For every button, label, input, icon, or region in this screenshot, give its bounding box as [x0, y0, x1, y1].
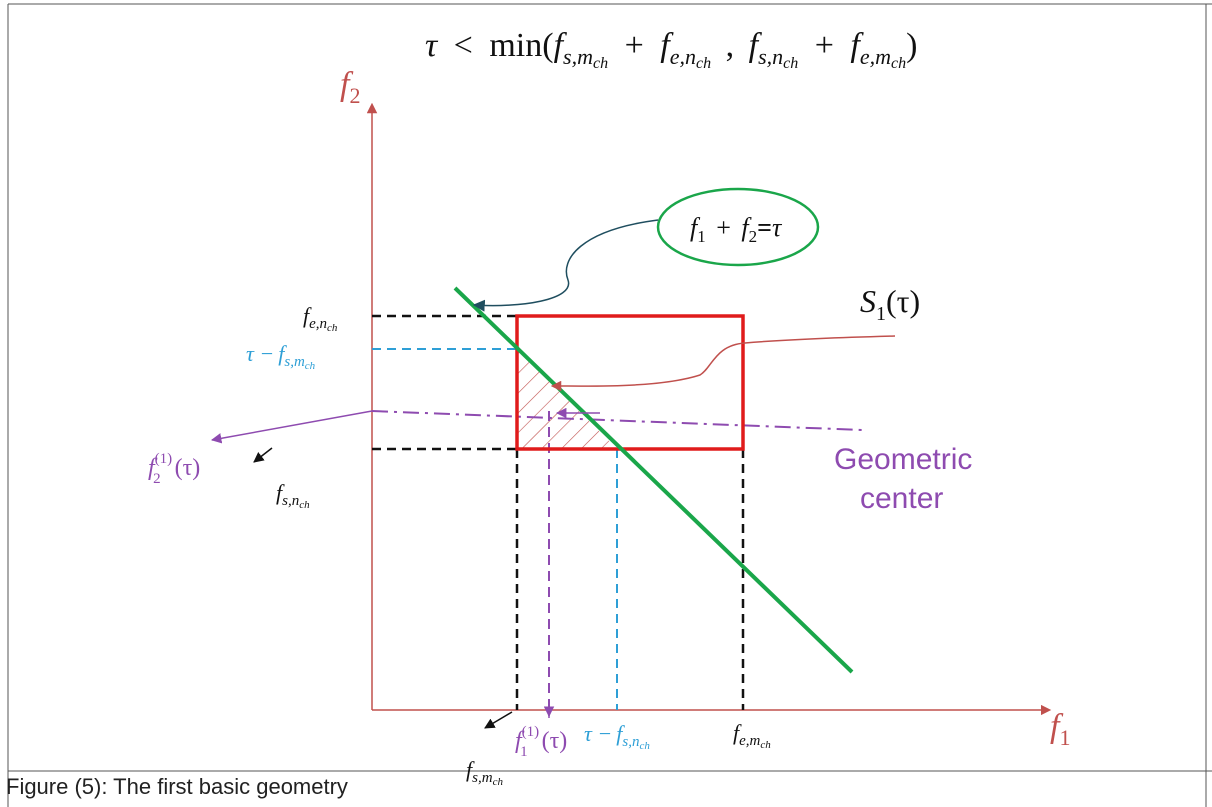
label-fe-nch: fe,nch — [303, 303, 338, 334]
geometric-center-line2: center — [860, 482, 943, 515]
label-fe-mch: fe,mch — [733, 720, 771, 751]
fs-mch-arrow — [484, 711, 513, 729]
x-axis-label: f1 — [1050, 708, 1070, 750]
label-fs-mch: fs,mch — [466, 757, 503, 788]
s1-label: S1(τ) — [860, 283, 920, 325]
formula: τ < min(fs,mch + fe,nch , fs,nch + fe,mc… — [425, 27, 917, 76]
fs-nch-arrow — [253, 447, 273, 463]
s1-pointer — [550, 335, 896, 392]
label-f1-center: f(1)1(τ) — [515, 724, 567, 760]
callout-arrow — [472, 219, 659, 312]
label-fs-nch: fs,nch — [276, 480, 310, 511]
guide-center-horizontal — [371, 410, 863, 431]
s1-rectangle — [515, 314, 745, 451]
f2-center-arrow — [210, 410, 373, 444]
figure-caption: Figure (5): The first basic geometry — [6, 774, 348, 799]
callout-equation: f1 + f2=τ — [690, 213, 783, 248]
y-axis-label: f2 — [340, 66, 360, 108]
label-tau-minus-fs-mch: τ −fs,mch — [246, 341, 316, 372]
label-tau-minus-fs-nch: τ −fs,nch — [584, 721, 650, 752]
geometric-center-line1: Geometric — [834, 443, 972, 476]
label-f2-center: f(1)2(τ) — [148, 451, 200, 487]
constraint-line — [453, 286, 854, 674]
callout-ellipse — [656, 187, 820, 267]
